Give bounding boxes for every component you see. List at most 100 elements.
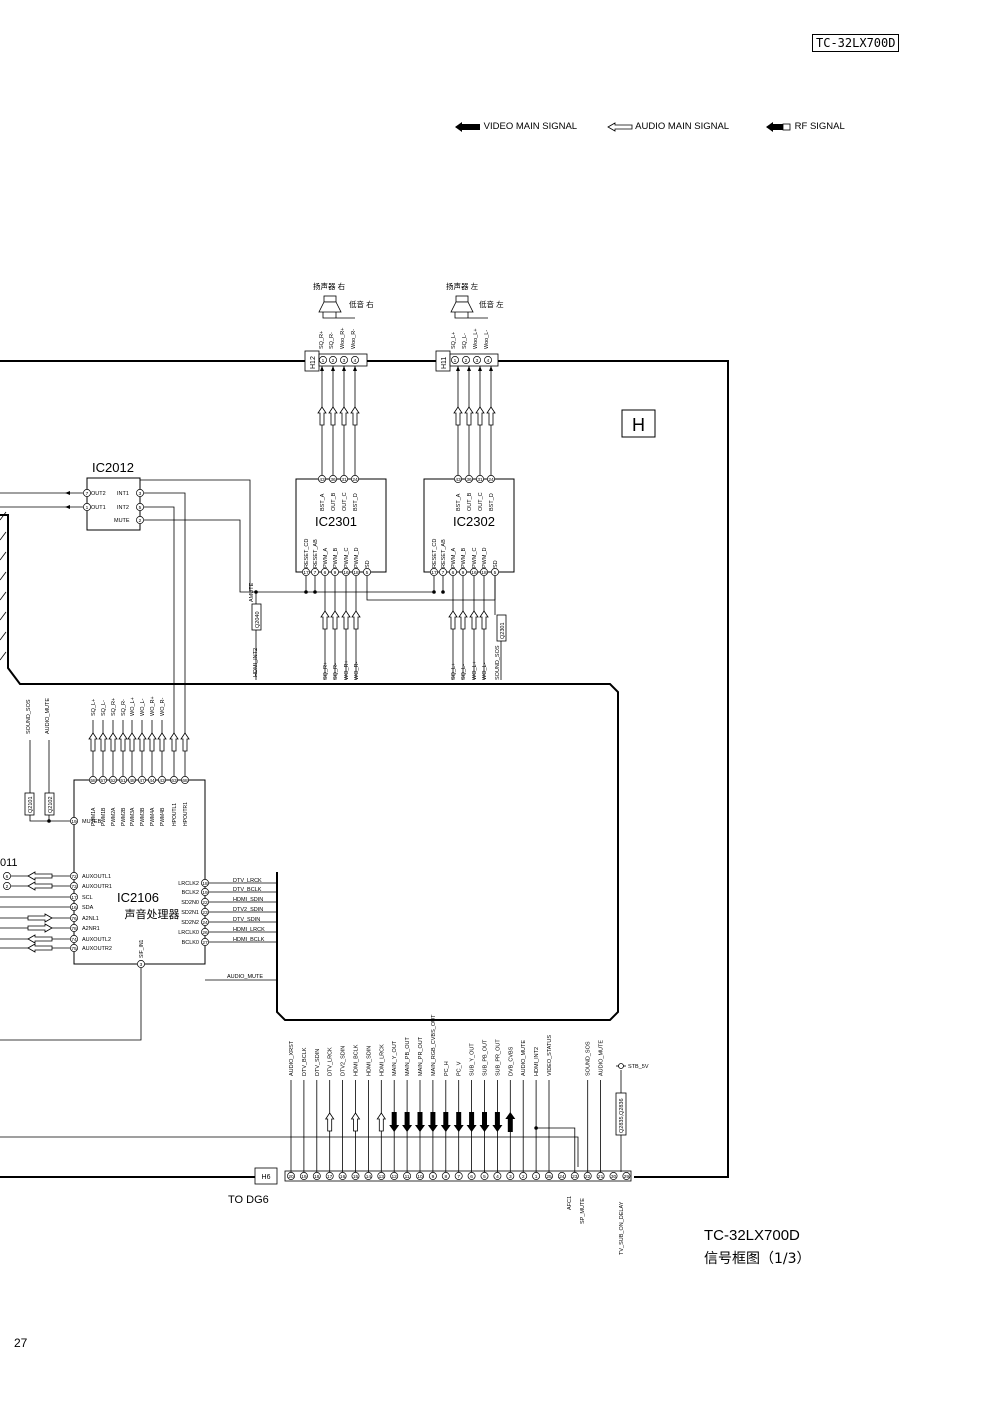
net-sound-sos: SOUND_SOS bbox=[26, 699, 32, 734]
ic2302-bottom-pin-number: 17 bbox=[431, 570, 437, 576]
connector-h6-label: H6 bbox=[262, 1174, 271, 1181]
h12-pin-number: 1 bbox=[322, 358, 325, 364]
ic2012-mute-pin-number: 2 bbox=[139, 518, 142, 524]
h6-signal-label: SUB_PB_OUT bbox=[483, 1039, 489, 1076]
ic2301-top-pin-label: BST_A bbox=[320, 493, 326, 511]
transistor-q2102 bbox=[44, 792, 55, 816]
ic2106-left-pin-label: AUXOUTL2 bbox=[82, 937, 111, 943]
audio-arrow-icon bbox=[350, 406, 360, 426]
arrowhead bbox=[456, 366, 460, 371]
ic2106-output-signal: SQ_L- bbox=[101, 700, 107, 716]
h6-signal-label: DVB_CVBS bbox=[508, 1046, 514, 1076]
ic2106-left-pin-label: A2NR1 bbox=[82, 926, 100, 932]
ic2302-top-pin bbox=[487, 475, 495, 483]
ic2106-right-pin-number: 24 bbox=[202, 920, 208, 926]
ic2106-top-pin bbox=[181, 776, 189, 784]
ic2106-top-pin bbox=[128, 776, 136, 784]
h6-pin bbox=[403, 1172, 412, 1180]
afc1-wire bbox=[0, 1136, 579, 1167]
ic2106-bottom-pin bbox=[137, 960, 145, 968]
ic2012-left-pin bbox=[83, 503, 91, 511]
audio-arrow-icon bbox=[328, 406, 338, 426]
ic2106-top-pin bbox=[170, 776, 178, 784]
h6-pin bbox=[377, 1172, 386, 1180]
sd-bus bbox=[366, 576, 495, 601]
ic2301-bottom-pin-label: PWM_D bbox=[354, 548, 360, 569]
ic2106-top-pin-number: 44 bbox=[149, 778, 155, 784]
ic2106-top-pin-number: 48 bbox=[129, 778, 135, 784]
h6-signal-label: MAIN_PB_OUT bbox=[405, 1037, 411, 1076]
ic2106-left-pin bbox=[70, 935, 78, 943]
legend-rf-label: RF SIGNAL bbox=[794, 121, 845, 132]
ic2302-top-pin bbox=[454, 475, 462, 483]
ic2012-left-pin-number: 1 bbox=[86, 505, 89, 511]
h6-pin bbox=[416, 1172, 424, 1180]
h6-pin bbox=[364, 1172, 373, 1180]
ic2302-input-label: SQ_L- bbox=[461, 664, 467, 680]
ic2301-bottom-pin-number: 16 bbox=[343, 570, 349, 576]
ic2301-input-label: SQ_R- bbox=[333, 663, 339, 680]
stb-5v-symbol bbox=[616, 1063, 626, 1069]
ic2106-right-pin bbox=[201, 898, 209, 906]
ic2301-top-pin-label: OUT_B bbox=[331, 492, 337, 511]
audio-arrow-icon bbox=[147, 732, 157, 752]
ic2301-bottom-pin bbox=[302, 568, 310, 576]
ic2106-right-pin-number: 27 bbox=[202, 940, 208, 946]
h6-pin-number: 8 bbox=[444, 1174, 447, 1180]
h6-pin-number: 4 bbox=[496, 1174, 499, 1180]
ic2106-top-pin-number: 68 bbox=[182, 778, 188, 784]
h11-pin bbox=[484, 356, 492, 364]
ic2302-top-pin bbox=[476, 475, 484, 483]
ic2301: IC2301 bbox=[295, 478, 387, 573]
arrowhead bbox=[353, 366, 357, 371]
h6-signal-label: AUDIO_XRST bbox=[289, 1040, 295, 1076]
ic2106-bottom-pin-label: SIF_IN1 bbox=[139, 939, 145, 958]
signal-woo-r-plus: Woo_R+ bbox=[340, 328, 346, 349]
h6-pin bbox=[596, 1172, 605, 1180]
ic2106-right-signal: HDMI_SDIN bbox=[233, 897, 263, 903]
board-letter: H bbox=[632, 415, 645, 435]
audio-arrow-icon bbox=[157, 732, 167, 752]
ic2301-top-pin-number: 24 bbox=[352, 477, 358, 483]
to-dg6-label: TO DG6 bbox=[228, 1194, 269, 1206]
woofer-left-label: 低音 左 bbox=[479, 299, 504, 309]
h6-signal-label: HDMI_LRCK bbox=[379, 1044, 385, 1076]
h11-pin-number: 3 bbox=[476, 358, 479, 364]
h6-signal-label: HDMI_SDIN bbox=[366, 1046, 372, 1076]
h6-pin-number: 20 bbox=[288, 1174, 294, 1180]
ic2301-top-pin-label: OUT_C bbox=[342, 492, 348, 511]
video-arrow-icon bbox=[389, 1112, 400, 1132]
h6-pin-number: 23 bbox=[572, 1174, 578, 1180]
legend-audio-signal: AUDIO MAIN SIGNAL bbox=[607, 121, 730, 133]
audio-arrow-icon bbox=[479, 610, 489, 630]
h12-pin-number: 4 bbox=[354, 358, 357, 364]
ic2302-bottom-pin-label: RESET_CD bbox=[432, 539, 438, 568]
h6-signal-label: VIDEO_STATUS bbox=[547, 1035, 553, 1076]
ic2106-top-pin bbox=[99, 776, 107, 784]
ic2301-bottom-pin bbox=[363, 568, 371, 576]
ic2302-top-pin-number: 36 bbox=[466, 477, 472, 483]
h6-pin bbox=[454, 1172, 463, 1180]
arrowhead bbox=[478, 366, 482, 371]
audio-arrow-icon bbox=[108, 732, 118, 752]
ic2106-right-pin-label: BCLK2 bbox=[182, 890, 199, 896]
legend-audio-label: AUDIO MAIN SIGNAL bbox=[635, 121, 730, 132]
ic2106-left-pin-number: 73 bbox=[71, 884, 77, 890]
ic2301-bottom-pin-label: SD bbox=[365, 560, 371, 568]
woofer-right-label: 低音 右 bbox=[349, 299, 374, 309]
ic2302-bottom-pin bbox=[430, 568, 438, 576]
ic2106-left-pin bbox=[70, 924, 78, 932]
ic2106-left-pin bbox=[70, 914, 78, 922]
ic2106-bottom-pin-number: 3 bbox=[140, 962, 143, 968]
ic2106-top-pin-label: PWM4B bbox=[160, 807, 166, 826]
h6-signal-label: PC_H bbox=[444, 1061, 450, 1076]
video-arrow-icon bbox=[492, 1112, 503, 1132]
amute-feedback bbox=[140, 479, 251, 592]
audio-arrow-icon bbox=[137, 732, 147, 752]
ic2106-right-pin-label: SD2N2 bbox=[181, 920, 199, 926]
legend-video-label: VIDEO MAIN SIGNAL bbox=[483, 121, 578, 132]
ic2012-right-pin-number: 5 bbox=[139, 505, 142, 511]
ic2106-top-pin bbox=[138, 776, 146, 784]
ic2011-partial-label: 011 bbox=[0, 857, 18, 869]
ic2302-top-pin-number: 24 bbox=[488, 477, 494, 483]
